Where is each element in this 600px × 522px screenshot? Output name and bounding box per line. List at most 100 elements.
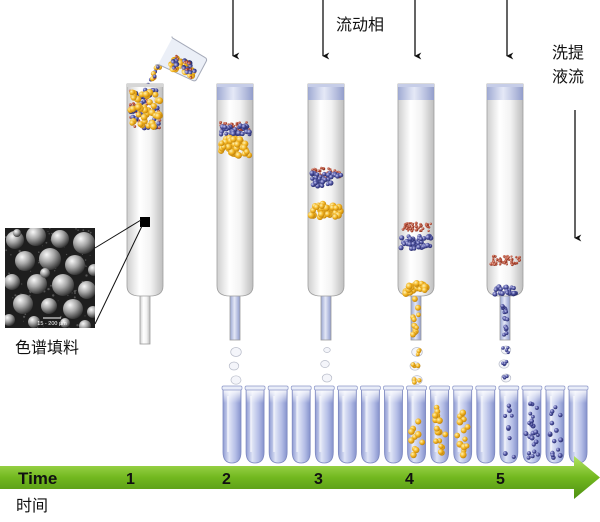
red-particle <box>408 224 412 228</box>
tube-highlight <box>315 389 333 403</box>
blue-particle <box>230 131 236 137</box>
sem-bead <box>78 281 95 299</box>
blue-particle <box>503 376 507 379</box>
blue-particle <box>503 413 508 418</box>
sem-bead <box>65 255 85 275</box>
yellow-particle <box>415 418 422 425</box>
sem-bead <box>79 320 91 328</box>
yellow-particle <box>464 443 470 449</box>
red-particle <box>407 222 410 225</box>
blue-particle <box>313 181 318 186</box>
red-particle <box>510 260 513 263</box>
yellow-particle <box>150 102 157 110</box>
blue-particle <box>412 246 417 251</box>
yellow-particle <box>414 325 419 330</box>
test-tube-11 <box>452 385 474 464</box>
yellow-particle <box>410 362 416 367</box>
packing-label: 色谱填料 <box>15 339 79 357</box>
blue-particle <box>504 348 509 352</box>
blue-particle <box>553 427 559 433</box>
sem-bead <box>88 264 95 276</box>
sem-bead <box>41 298 57 314</box>
blue-particle <box>535 452 540 457</box>
tube-rim <box>244 385 266 391</box>
blue-particle <box>425 234 431 240</box>
red-particle <box>317 169 321 173</box>
test-tube-16 <box>567 385 589 464</box>
mobile-phase-liquid <box>308 84 344 100</box>
blue-particle <box>558 412 563 418</box>
column-rim <box>308 84 344 87</box>
tube-highlight <box>431 389 449 403</box>
red-particle <box>516 257 519 260</box>
yellow-particle <box>462 436 468 442</box>
yellow-particle <box>156 97 164 105</box>
test-tube-4 <box>290 385 312 464</box>
yellow-particle <box>413 280 420 287</box>
sem-grain <box>84 315 86 317</box>
sem-grain <box>76 324 79 327</box>
red-particle <box>245 121 248 124</box>
red-particle <box>174 54 178 58</box>
yellow-particle <box>152 91 159 98</box>
sem-bead <box>51 230 69 248</box>
yellow-particle <box>433 425 440 432</box>
eluent-label-line1: 洗提 <box>552 44 584 62</box>
tube-rim <box>567 385 589 391</box>
time-label-zh: 时间 <box>16 497 48 515</box>
blue-particle <box>553 405 558 410</box>
test-tube-1 <box>221 385 243 464</box>
blue-particle <box>398 245 404 251</box>
red-particle <box>406 229 410 232</box>
blue-particle <box>531 442 536 447</box>
column-2 <box>216 83 254 341</box>
sem-grain <box>77 229 79 231</box>
tube-highlight <box>292 389 310 403</box>
chromatography-columns <box>126 83 524 345</box>
red-particle <box>174 67 177 71</box>
red-particle <box>185 60 189 64</box>
time-label: Time <box>18 469 57 488</box>
red-particle <box>492 260 496 264</box>
test-tube-3 <box>267 385 289 464</box>
blue-particle <box>505 290 510 295</box>
yellow-particle <box>432 412 439 419</box>
blue-particle <box>416 244 422 250</box>
blue-particle <box>322 171 327 177</box>
tube-shine <box>342 396 345 452</box>
column-rim <box>217 84 253 87</box>
sem-grain <box>8 272 10 275</box>
column-body <box>486 83 524 297</box>
tube-highlight <box>269 389 287 403</box>
sem-grain <box>71 292 73 294</box>
yellow-particle <box>433 438 439 444</box>
timeline-arrow <box>0 456 600 499</box>
sem-grain <box>67 295 69 297</box>
blue-particle <box>558 437 564 443</box>
yellow-particle <box>150 123 157 130</box>
blue-particle <box>338 173 344 178</box>
tube-highlight <box>454 389 472 403</box>
red-particle <box>493 263 496 266</box>
sem-grain <box>5 249 8 252</box>
sem-bead <box>5 314 15 326</box>
blue-particle <box>317 176 322 181</box>
tube-rim <box>452 385 474 391</box>
red-particle <box>514 255 518 259</box>
sem-grain <box>51 232 53 235</box>
blue-particle <box>528 411 533 416</box>
blue-particle <box>504 326 509 331</box>
test-tube-8 <box>383 385 404 464</box>
tube-highlight <box>546 389 564 403</box>
sem-grain <box>48 322 50 324</box>
zoom-line-top <box>94 219 142 249</box>
column-particles <box>398 221 434 338</box>
blue-particle <box>503 284 509 290</box>
yellow-particle <box>414 431 422 438</box>
red-particle <box>417 226 421 229</box>
test-tube-2 <box>244 385 266 464</box>
blue-particle <box>156 121 161 126</box>
yellow-particle <box>218 140 225 147</box>
yellow-particle <box>459 409 467 416</box>
blue-particle <box>328 180 334 186</box>
